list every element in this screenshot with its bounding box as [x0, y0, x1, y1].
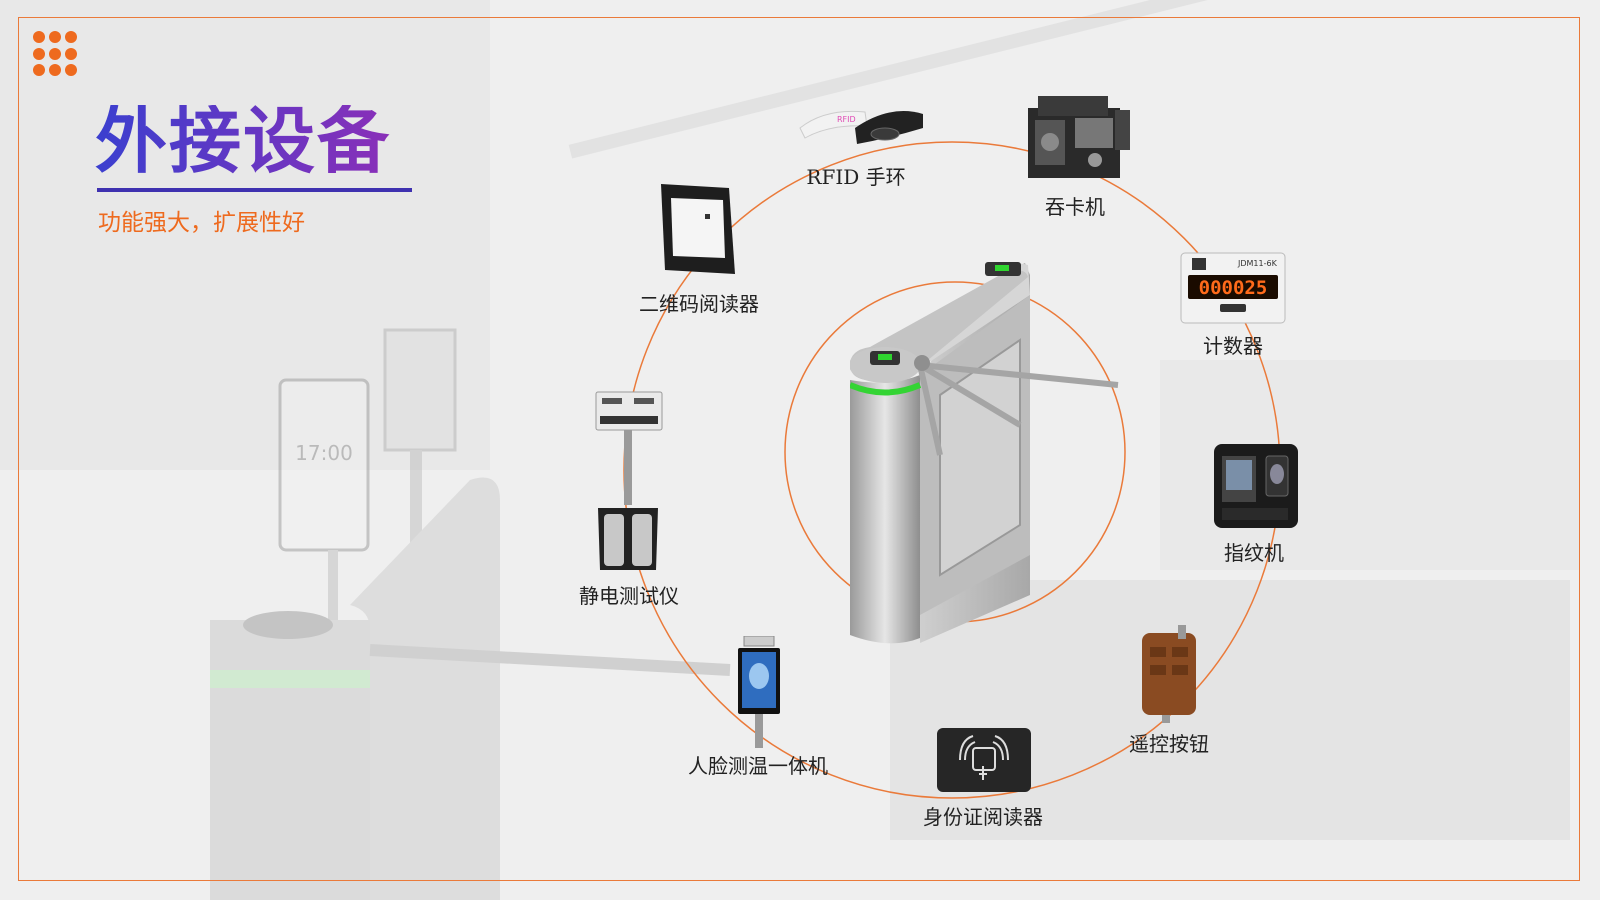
peripheral-label-counter: 计数器 — [1203, 334, 1263, 358]
peripheral-label-face-temperature-terminal: 人脸测温一体机 — [688, 754, 828, 778]
background-panel — [890, 580, 1570, 840]
peripheral-label-id-card-reader: 身份证阅读器 — [923, 805, 1043, 829]
remote-control-icon — [1142, 625, 1196, 723]
svg-text:RFID: RFID — [837, 115, 856, 124]
svg-text:17:00: 17:00 — [295, 441, 353, 465]
decorative-dots-icon — [33, 31, 79, 77]
fingerprint-reader-icon — [1214, 444, 1298, 528]
peripheral-label-fingerprint-reader: 指纹机 — [1224, 541, 1284, 565]
svg-text:JDM11-6K: JDM11-6K — [1237, 259, 1278, 268]
content-frame — [18, 17, 1580, 881]
peripheral-label-rfid-wristband: RFID 手环 — [806, 165, 906, 189]
esd-tester-icon — [595, 391, 663, 570]
background-turnstile: 17:00 — [210, 328, 731, 900]
peripheral-label-remote-control: 遥控按钮 — [1129, 732, 1209, 756]
id-card-reader-icon — [937, 728, 1031, 792]
rfid-wristband-icon: RFID — [799, 110, 923, 144]
peripheral-label-qr-code-reader: 二维码阅读器 — [639, 292, 759, 316]
page-subtitle: 功能强大，扩展性好 — [98, 210, 305, 236]
peripheral-label-esd-tester: 静电测试仪 — [579, 584, 679, 608]
background-panel — [0, 0, 490, 470]
page-title: 外接设备 — [95, 99, 392, 183]
peripheral-label-card-collector: 吞卡机 — [1045, 195, 1105, 219]
title-underline — [97, 188, 412, 192]
svg-text:000025: 000025 — [1199, 277, 1268, 299]
card-collector-icon — [1028, 96, 1130, 178]
face-temperature-terminal-icon — [738, 636, 780, 748]
counter-icon: JDM11-6K 000025 — [1180, 252, 1286, 324]
turnstile-gate-image — [850, 262, 1119, 644]
qr-code-reader-icon — [661, 184, 735, 274]
